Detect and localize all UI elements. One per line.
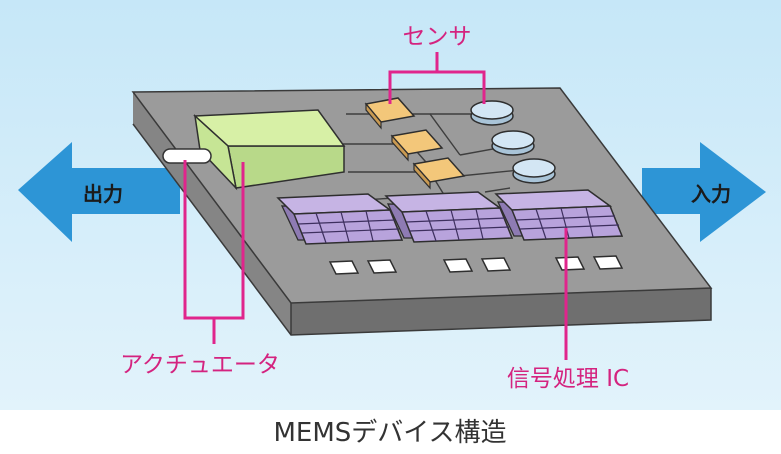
actuator-callout-bracket bbox=[183, 160, 245, 344]
contact-pads bbox=[328, 255, 624, 275]
diagram-caption: MEMSデバイス構造 bbox=[273, 418, 506, 448]
sensor-chip-2 bbox=[390, 129, 444, 162]
pad bbox=[442, 258, 474, 273]
output-arrow bbox=[18, 142, 180, 242]
ic-chip-2 bbox=[384, 191, 514, 243]
ic-chip-1 bbox=[276, 193, 404, 245]
pad bbox=[366, 259, 398, 274]
actuator-label: アクチュエータ bbox=[120, 352, 280, 378]
pad bbox=[328, 260, 360, 275]
sensor-dome-2 bbox=[491, 130, 535, 156]
sensor-callout-bracket bbox=[388, 52, 486, 104]
sensor-dome-1 bbox=[470, 100, 514, 126]
caption-strip bbox=[0, 410, 781, 454]
pad bbox=[554, 256, 586, 271]
pad bbox=[480, 257, 512, 272]
input-label: 入力 bbox=[691, 182, 731, 206]
output-connector bbox=[162, 148, 212, 164]
sensor-chip-1 bbox=[364, 97, 416, 130]
sensor-chip-3 bbox=[412, 157, 466, 190]
input-arrow bbox=[642, 142, 766, 242]
pad bbox=[592, 255, 624, 270]
ic-chip-3 bbox=[494, 189, 624, 241]
sensor-label: センサ bbox=[403, 24, 472, 50]
actuator-block bbox=[193, 109, 346, 191]
signal-ic-label: 信号処理 IC bbox=[507, 366, 629, 392]
sensor-dome-3 bbox=[512, 158, 556, 184]
output-label: 出力 bbox=[83, 182, 123, 206]
